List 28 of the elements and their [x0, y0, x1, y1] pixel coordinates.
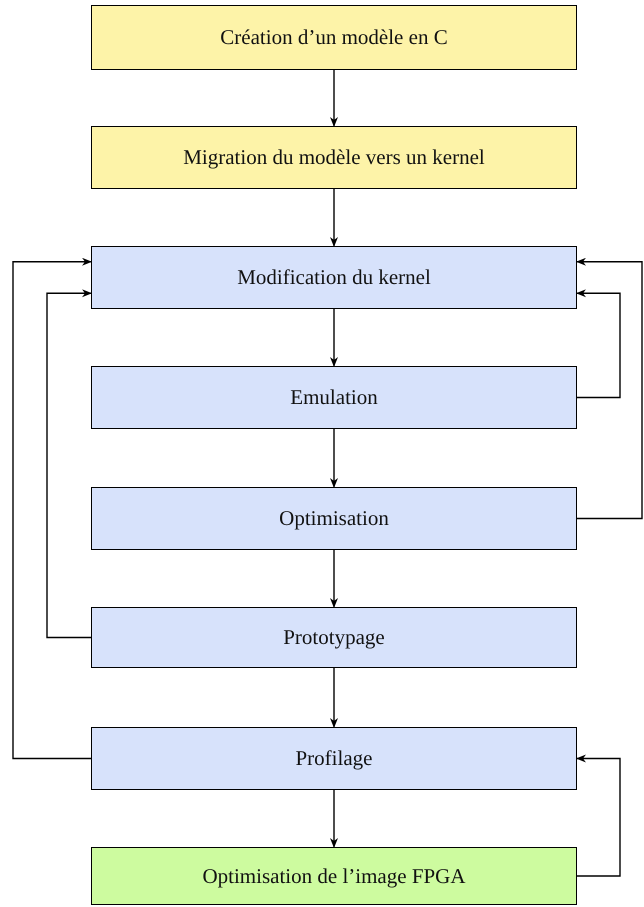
- arrow: [330, 70, 338, 127]
- arrow: [330, 668, 338, 728]
- process-box: [91, 5, 577, 70]
- process-box: [91, 847, 577, 905]
- process-box: [91, 487, 577, 550]
- arrow: [330, 309, 338, 367]
- arrow: [46, 289, 92, 638]
- arrow: [576, 754, 621, 877]
- box-label: Emulation: [290, 385, 378, 410]
- process-box: [91, 126, 577, 189]
- box-label: Optimisation de l’image FPGA: [202, 864, 466, 888]
- box-label: Profilage: [296, 746, 372, 771]
- process-box: [91, 607, 577, 668]
- box-label: Prototypage: [283, 625, 385, 650]
- arrow: [576, 289, 621, 398]
- process-box: [91, 727, 577, 790]
- arrow: [12, 258, 92, 760]
- box-label: Modification du kernel: [237, 265, 431, 290]
- box-label: Création d’un modèle en C: [220, 25, 448, 50]
- process-box: [91, 246, 577, 309]
- box-label: Migration du modèle vers un kernel: [183, 145, 485, 170]
- arrow: [330, 429, 338, 488]
- arrow: [330, 790, 338, 848]
- process-box: [91, 366, 577, 429]
- arrow: [576, 258, 643, 520]
- box-label: Optimisation: [279, 506, 389, 531]
- arrow: [330, 189, 338, 247]
- arrow: [330, 550, 338, 608]
